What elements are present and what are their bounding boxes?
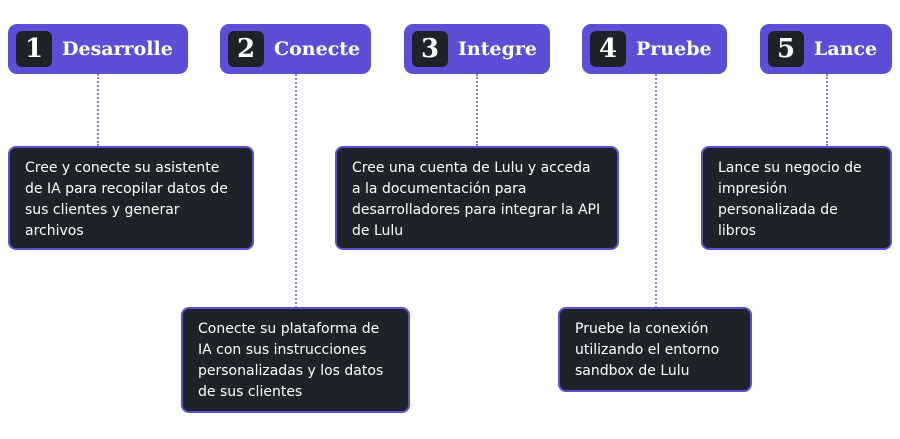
step-1-description: Cree y conecte su asistente de IA para r… — [8, 146, 254, 250]
step-4-header: 4 Pruebe — [582, 24, 727, 74]
step-4-description: Pruebe la conexión utilizando el entorno… — [558, 307, 752, 392]
step-5-connector — [826, 74, 828, 146]
step-3-title: Integre — [458, 38, 537, 60]
step-5-number: 5 — [768, 31, 804, 67]
step-3-number: 3 — [412, 31, 448, 67]
step-2-description: Conecte su plataforma de IA con sus inst… — [181, 307, 410, 413]
step-1-number: 1 — [16, 31, 52, 67]
step-1-header: 1 Desarrolle — [8, 24, 188, 74]
step-3-description: Cree una cuenta de Lulu y acceda a la do… — [335, 146, 619, 250]
step-3-header: 3 Integre — [404, 24, 550, 74]
step-2-number: 2 — [228, 31, 264, 67]
step-5-header: 5 Lance — [760, 24, 892, 74]
step-4-connector — [655, 74, 657, 308]
step-5-title: Lance — [814, 38, 878, 60]
step-1-connector — [97, 74, 99, 146]
step-3-connector — [476, 74, 478, 146]
step-2-connector — [295, 74, 297, 308]
step-5-description: Lance su negocio de impresión personaliz… — [701, 146, 892, 250]
step-4-title: Pruebe — [636, 38, 712, 60]
step-4-number: 4 — [590, 31, 626, 67]
step-2-title: Conecte — [274, 38, 361, 60]
step-2-header: 2 Conecte — [220, 24, 371, 74]
step-1-title: Desarrolle — [62, 38, 173, 60]
